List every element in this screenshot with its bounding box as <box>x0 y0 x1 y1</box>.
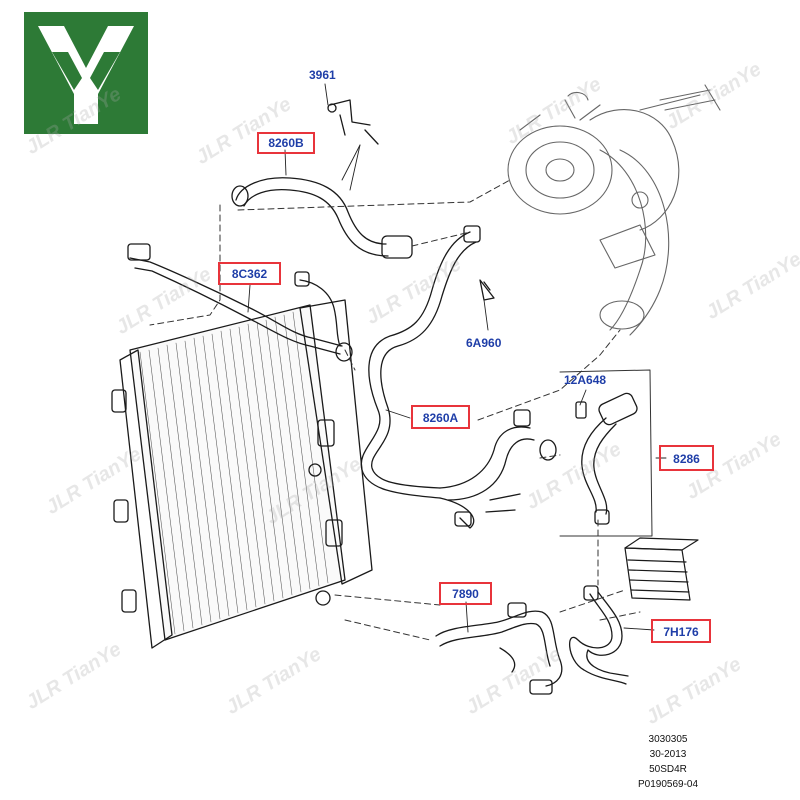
part-label-12a648: 12A648 <box>564 373 607 387</box>
part-label-8286: 8286 <box>673 452 700 466</box>
group-bracket-8286 <box>559 369 653 537</box>
connector-lines <box>149 179 641 641</box>
reference-code: 50SD4R <box>649 764 687 775</box>
engine-turbo-drawing <box>507 84 721 336</box>
part-box-8260b: 8260B <box>257 132 315 154</box>
reference-code: 3030305 <box>648 734 688 745</box>
part-label-7h176: 7H176 <box>663 625 699 639</box>
callout-leaders <box>247 83 667 633</box>
reference-code: P0190569-04 <box>637 779 699 790</box>
hose-7890-drawing <box>435 602 563 695</box>
oil-cooler-drawing <box>624 537 699 601</box>
radiator-drawing <box>111 299 373 649</box>
part-label-3961: 3961 <box>309 68 336 82</box>
part-label-6a960: 6A960 <box>466 336 502 350</box>
hose-8260a-drawing <box>360 225 557 529</box>
part-box-7890: 7890 <box>439 582 492 605</box>
part-label-8260b: 8260B <box>268 136 304 150</box>
part-label-8260a: 8260A <box>422 411 459 425</box>
pipe-8c362-drawing <box>127 243 353 362</box>
tianye-logo-icon <box>24 12 148 134</box>
reference-code: 30-2013 <box>649 749 687 760</box>
hose-8260b-drawing <box>231 99 413 259</box>
part-box-7h176: 7H176 <box>651 619 711 643</box>
part-box-8260a: 8260A <box>411 405 470 429</box>
hose-8286-drawing <box>575 392 638 525</box>
part-box-8c362: 8C362 <box>218 262 281 285</box>
part-label-8c362: 8C362 <box>231 267 268 281</box>
part-label-7890: 7890 <box>452 587 479 601</box>
part-box-8286: 8286 <box>659 445 714 471</box>
hose-7h176-drawing <box>568 585 629 685</box>
reference-codes: 3030305 30-2013 50SD4R P0190569-04 <box>620 732 716 792</box>
